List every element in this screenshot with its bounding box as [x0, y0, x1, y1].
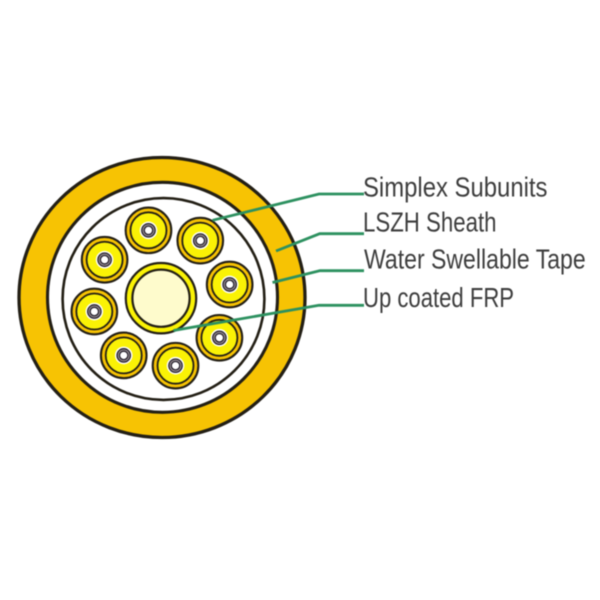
- svg-text:Up coated FRP: Up coated FRP: [363, 282, 514, 313]
- svg-text:LSZH Sheath: LSZH Sheath: [363, 207, 497, 238]
- svg-text:Water Swellable Tape: Water Swellable Tape: [364, 243, 586, 274]
- svg-text:Simplex Subunits: Simplex Subunits: [363, 171, 548, 202]
